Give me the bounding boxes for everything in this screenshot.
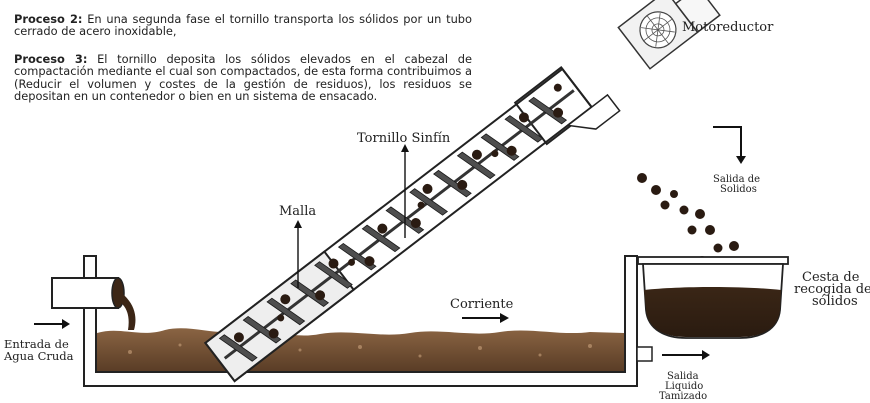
liquid-outlet-arrow [662,350,710,360]
cesta-line1: Cesta de [802,270,860,285]
salida-liquido-line3: Tamizado [659,391,707,402]
process-3-title: Proceso 3: [14,52,88,66]
outlet-pipe [636,346,653,362]
current-arrow [462,313,509,323]
motoreductor-label: Motoreductor [682,20,774,35]
screw-conveyor [203,66,621,383]
solids-exit-arrow [713,126,746,164]
entrada-label-line2: Agua Cruda [3,349,74,363]
solids-in-screw [233,83,564,343]
salida-liquido-line1: Salida [667,371,699,382]
process-2-text: Proceso 2: En una segunda fase el tornil… [14,13,472,38]
sludge-specks [128,343,592,360]
motor-reducer [617,0,721,70]
process-2-title: Proceso 2: [14,12,83,26]
process-3-text: Proceso 3: El tornillo deposita los sóli… [14,53,472,102]
malla-label: Malla [279,204,316,219]
entrada-label-line1: Entrada de [4,337,69,351]
solids-basket [637,256,789,339]
cesta-line3: sólidos [812,294,858,309]
pointer-lines [294,144,409,288]
sludge-layer [97,328,624,371]
salida-liquido-line2: Liquido [665,381,703,392]
cesta-line2: recogida de [794,282,870,297]
process-2-body: En una segunda fase el tornillo transpor… [14,12,472,39]
inlet-pipe [51,277,136,330]
tornillo-label: Tornillo Sinfín [357,131,451,146]
corriente-label: Corriente [450,297,514,312]
salida-solidos-line2: Solidos [720,184,757,195]
inlet-arrow [34,319,70,329]
salida-solidos-line1: Salida de [713,174,760,185]
discharge-chute [565,93,621,130]
screw-flights [218,96,568,362]
process-3-body: El tornillo deposita los sólidos elevado… [14,52,472,103]
